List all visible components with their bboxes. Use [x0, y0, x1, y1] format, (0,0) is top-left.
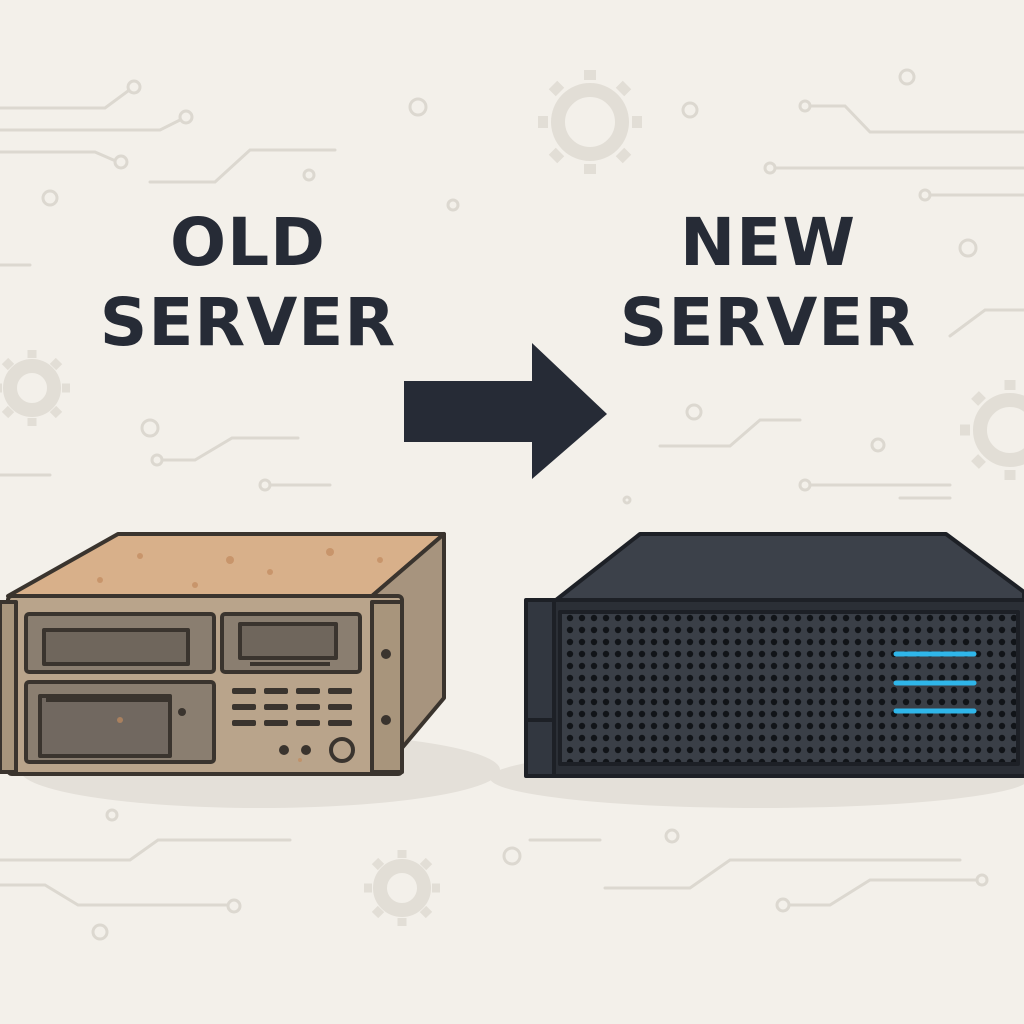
gear-icon — [0, 350, 70, 426]
old-server-label: OLD SERVER — [48, 203, 448, 363]
old-server-illustration — [0, 532, 446, 776]
new-server-illustration — [524, 532, 1024, 778]
old-label-line1: OLD — [170, 204, 326, 281]
gear-icon — [364, 850, 440, 926]
new-label-line2: SERVER — [619, 284, 917, 361]
new-label-line1: NEW — [679, 204, 857, 281]
old-label-line2: SERVER — [99, 284, 397, 361]
gear-icon — [960, 380, 1024, 480]
right-arrow-icon — [404, 343, 607, 479]
gear-icon — [538, 70, 642, 174]
new-server-label: NEW SERVER — [568, 203, 968, 363]
